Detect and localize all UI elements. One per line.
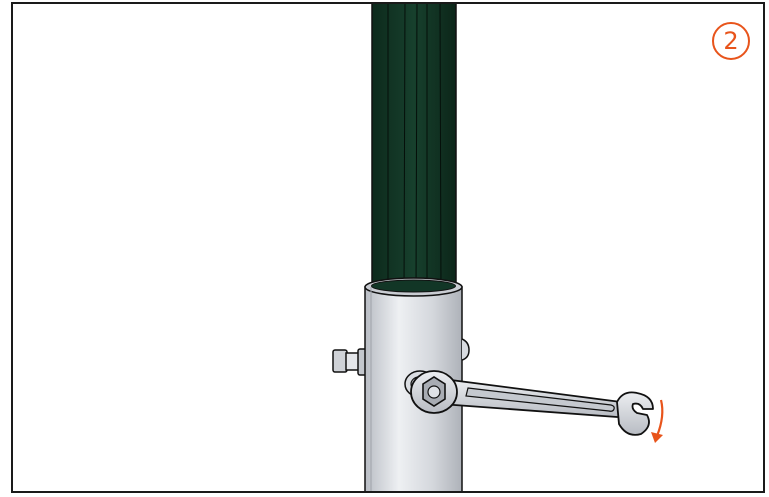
assembly-illustration bbox=[332, 4, 664, 491]
tighten-direction-arrow bbox=[651, 399, 664, 443]
illustration-frame: 2 bbox=[11, 2, 765, 493]
open-end-wrench bbox=[410, 370, 654, 436]
side-bolt bbox=[332, 348, 369, 376]
step-number-badge: 2 bbox=[712, 22, 750, 60]
umbrella-pole bbox=[371, 4, 457, 293]
